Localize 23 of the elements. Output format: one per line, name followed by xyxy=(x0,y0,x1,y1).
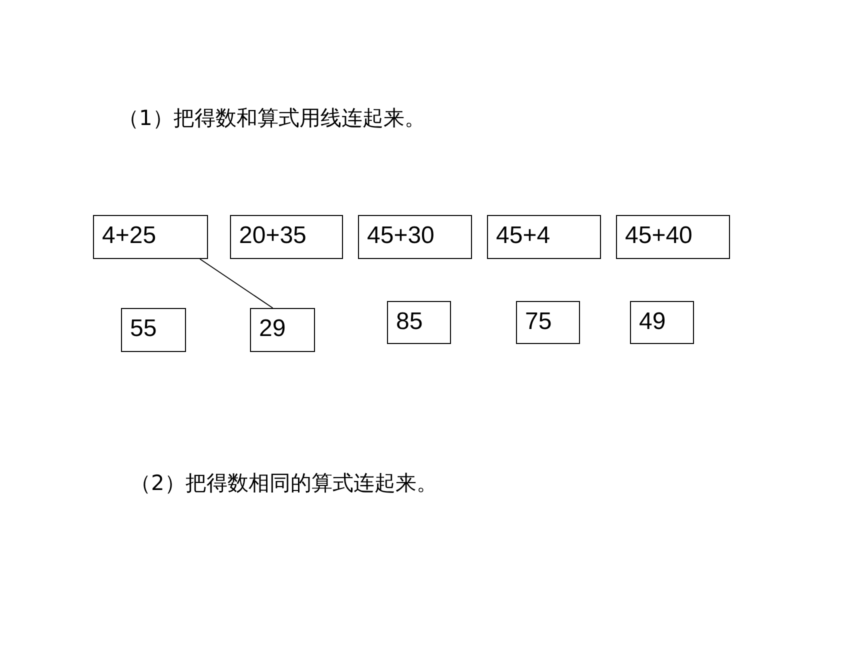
number-text: 45+30 xyxy=(367,223,434,249)
number-text: 85 xyxy=(396,309,423,335)
instruction-text: （2）把得数相同的算式连起来。 xyxy=(130,470,438,496)
number-text: 20+35 xyxy=(239,223,306,249)
number-text: 45+40 xyxy=(625,223,692,249)
answer-box xyxy=(387,301,451,344)
expression-box xyxy=(487,215,601,259)
answer-box xyxy=(516,301,580,344)
number-text: 75 xyxy=(525,309,552,335)
expression-box xyxy=(230,215,343,259)
number-text: 45+4 xyxy=(496,223,550,249)
number-text: 49 xyxy=(639,309,666,335)
connector-line xyxy=(199,258,274,308)
answer-box xyxy=(121,308,186,352)
instruction-text: （1）把得数和算式用线连起来。 xyxy=(118,105,426,131)
expression-box xyxy=(93,215,208,259)
number-text: 4+25 xyxy=(102,223,156,249)
answer-box xyxy=(250,308,315,352)
expression-box xyxy=(616,215,730,259)
number-text: 55 xyxy=(130,316,157,342)
answer-box xyxy=(630,301,694,344)
number-text: 29 xyxy=(259,316,286,342)
expression-box xyxy=(358,215,472,259)
